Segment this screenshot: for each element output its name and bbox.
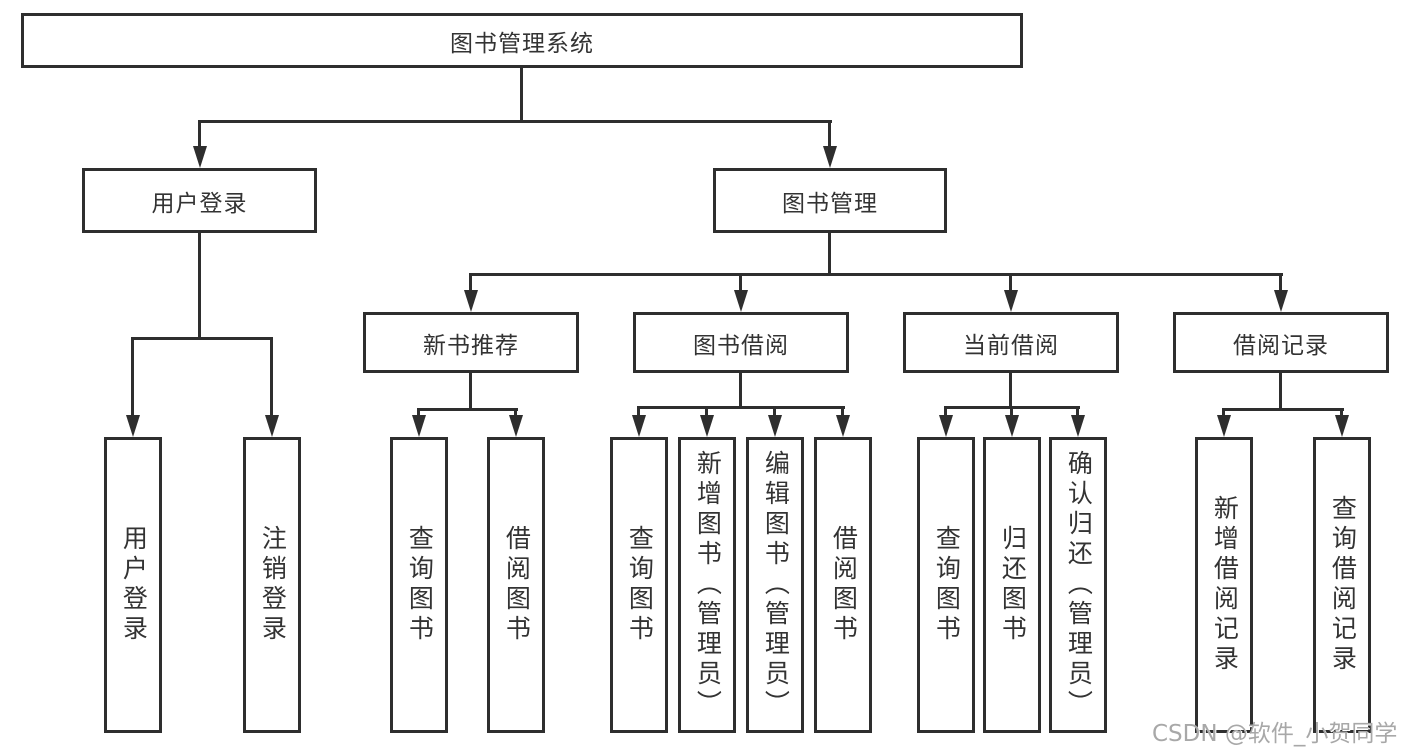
leaf-logout: 注销登录: [243, 437, 301, 733]
leaf-add-books-admin: 新增图书（管理员）: [678, 437, 736, 733]
connector-line: [469, 373, 472, 408]
connector-line: [417, 408, 518, 411]
connector-line: [637, 406, 640, 417]
connector-line: [469, 273, 472, 292]
connector-line: [1076, 406, 1079, 417]
connector-line: [1222, 408, 1344, 411]
arrowhead-down-icon: [412, 415, 426, 437]
arrowhead-down-icon: [939, 415, 953, 437]
connector-line: [198, 233, 201, 337]
node-new-book-recommend: 新书推荐: [363, 312, 579, 373]
leaf-query-books-3: 查询图书: [917, 437, 975, 733]
node-user-login: 用户登录: [82, 168, 317, 233]
leaf-add-borrow-record: 新增借阅记录: [1195, 437, 1253, 733]
connector-line: [1010, 406, 1013, 417]
connector-line: [1222, 408, 1225, 417]
connector-line: [520, 68, 523, 120]
arrowhead-down-icon: [632, 415, 646, 437]
arrowhead-down-icon: [1274, 290, 1288, 312]
connector-line: [705, 406, 708, 417]
connector-line: [131, 337, 134, 417]
connector-line: [1009, 373, 1012, 406]
connector-line: [828, 233, 831, 273]
leaf-confirm-return-admin: 确认归还（管理员）: [1049, 437, 1107, 733]
connector-line: [739, 273, 742, 292]
arrowhead-down-icon: [1071, 415, 1085, 437]
leaf-query-books-1: 查询图书: [390, 437, 448, 733]
node-root: 图书管理系统: [21, 13, 1023, 68]
leaf-edit-books-admin: 编辑图书（管理员）: [746, 437, 804, 733]
arrowhead-down-icon: [1004, 290, 1018, 312]
connector-line: [841, 406, 844, 417]
connector-line: [198, 120, 201, 148]
connector-line: [773, 406, 776, 417]
arrowhead-down-icon: [265, 415, 279, 437]
connector-line: [417, 408, 420, 417]
leaf-user-login: 用户登录: [104, 437, 162, 733]
connector-line: [944, 406, 947, 417]
arrowhead-down-icon: [126, 415, 140, 437]
node-book-management: 图书管理: [713, 168, 947, 233]
arrowhead-down-icon: [1335, 415, 1349, 437]
leaf-query-books-2: 查询图书: [610, 437, 668, 733]
arrowhead-down-icon: [1005, 415, 1019, 437]
connector-line: [469, 273, 1283, 276]
arrowhead-down-icon: [509, 415, 523, 437]
connector-line: [1340, 408, 1343, 417]
arrowhead-down-icon: [193, 146, 207, 168]
connector-line: [270, 337, 273, 417]
node-book-borrow: 图书借阅: [633, 312, 849, 373]
connector-line: [198, 120, 832, 123]
arrowhead-down-icon: [464, 290, 478, 312]
arrowhead-down-icon: [1217, 415, 1231, 437]
connector-line: [637, 406, 845, 409]
leaf-return-books: 归还图书: [983, 437, 1041, 733]
arrowhead-down-icon: [823, 146, 837, 168]
leaf-borrow-books-1: 借阅图书: [487, 437, 545, 733]
arrowhead-down-icon: [700, 415, 714, 437]
connector-line: [1279, 273, 1282, 292]
node-current-borrow: 当前借阅: [903, 312, 1119, 373]
arrowhead-down-icon: [836, 415, 850, 437]
node-borrow-records: 借阅记录: [1173, 312, 1389, 373]
leaf-query-borrow-record: 查询借阅记录: [1313, 437, 1371, 733]
connector-line: [514, 408, 517, 417]
connector-line: [131, 337, 273, 340]
connector-line: [828, 120, 831, 148]
arrowhead-down-icon: [734, 290, 748, 312]
arrowhead-down-icon: [768, 415, 782, 437]
connector-line: [1009, 273, 1012, 292]
connector-line: [739, 373, 742, 406]
csdn-watermark: CSDN @软件_小贺同学: [1152, 721, 1398, 747]
connector-line: [1279, 373, 1282, 408]
leaf-borrow-books-2: 借阅图书: [814, 437, 872, 733]
